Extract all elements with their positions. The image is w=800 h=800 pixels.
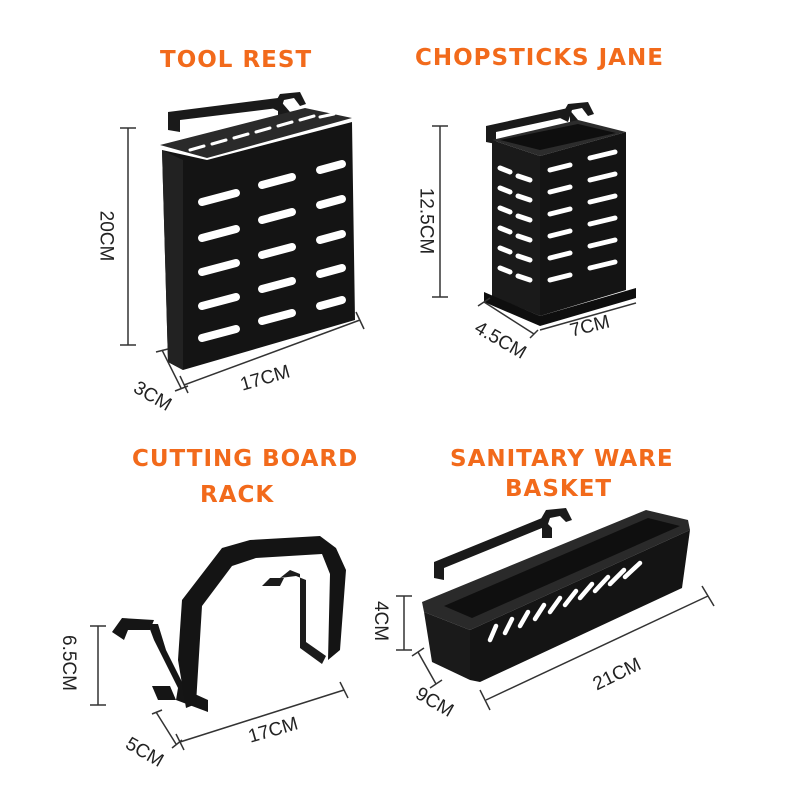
cutting-board-title-line1: CUTTING BOARD xyxy=(132,446,359,472)
chopsticks-title: CHOPSTICKS JANE xyxy=(415,45,664,71)
cutting-board-rack-illustration xyxy=(90,536,349,751)
tool-rest-height-label: 20CM xyxy=(95,210,117,262)
chopsticks-height-label: 12.5CM xyxy=(415,187,437,255)
sanitary-basket-illustration xyxy=(396,508,715,711)
sanitary-title-line1: SANITARY WARE xyxy=(450,446,674,472)
chopsticks-holder-illustration xyxy=(432,102,637,339)
cutting-board-height-label: 6.5CM xyxy=(57,635,79,691)
sanitary-title-line2: BASKET xyxy=(505,476,613,502)
tool-rest-illustration xyxy=(120,92,365,394)
sanitary-height-label: 4CM xyxy=(370,600,392,642)
tool-rest-title: TOOL REST xyxy=(160,47,313,73)
cutting-board-title-line2: RACK xyxy=(200,482,275,508)
